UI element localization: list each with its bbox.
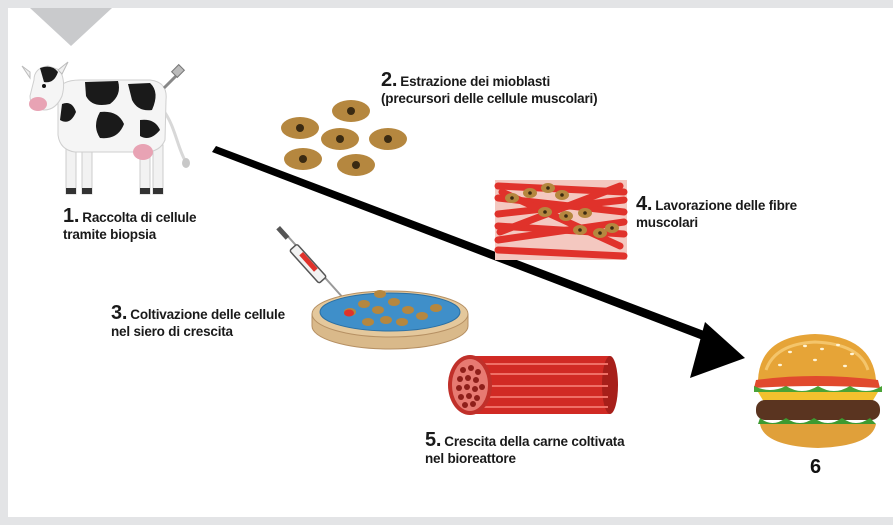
step-4-label: 4.Lavorazione delle fibre muscolari	[636, 196, 797, 231]
step-5-label: 5.Crescita della carne coltivata nel bio…	[425, 432, 624, 467]
step-1-line2: tramite biopsia	[63, 227, 156, 242]
step-2-line2: (precursori delle cellule muscolari)	[381, 91, 597, 106]
step-5-number: 5.	[425, 429, 441, 451]
step-4-line1: Lavorazione delle fibre	[655, 198, 797, 213]
step-2-label: 2.Estrazione dei mioblasti (precursori d…	[381, 72, 597, 107]
step-1-number: 1.	[63, 205, 79, 227]
step-4-number: 4.	[636, 193, 652, 215]
cow-icon	[22, 62, 190, 194]
muscle-fibers-icon	[495, 180, 627, 260]
step-3-label: 3.Coltivazione delle cellule nel siero d…	[111, 305, 285, 340]
step-1-line1: Raccolta di cellule	[82, 210, 196, 225]
step-6-label: 6	[810, 456, 821, 479]
corner-notch	[30, 8, 112, 46]
syringe-icon	[276, 226, 345, 300]
step-4-line2: muscolari	[636, 215, 698, 230]
step-2-number: 2.	[381, 69, 397, 91]
step-3-line2: nel siero di crescita	[111, 324, 233, 339]
bioreactor-muscle-icon	[448, 355, 618, 415]
burger-icon	[754, 334, 882, 448]
arrow-icon	[212, 146, 745, 378]
petri-dish-icon	[312, 290, 468, 349]
step-5-line1: Crescita della carne coltivata	[444, 434, 624, 449]
step-5-line2: nel bioreattore	[425, 451, 516, 466]
step-2-line1: Estrazione dei mioblasti	[400, 74, 550, 89]
step-3-number: 3.	[111, 302, 127, 324]
myoblast-cells-icon	[281, 100, 407, 176]
step-3-line1: Coltivazione delle cellule	[130, 307, 285, 322]
step-1-label: 1.Raccolta di cellule tramite biopsia	[63, 208, 196, 243]
